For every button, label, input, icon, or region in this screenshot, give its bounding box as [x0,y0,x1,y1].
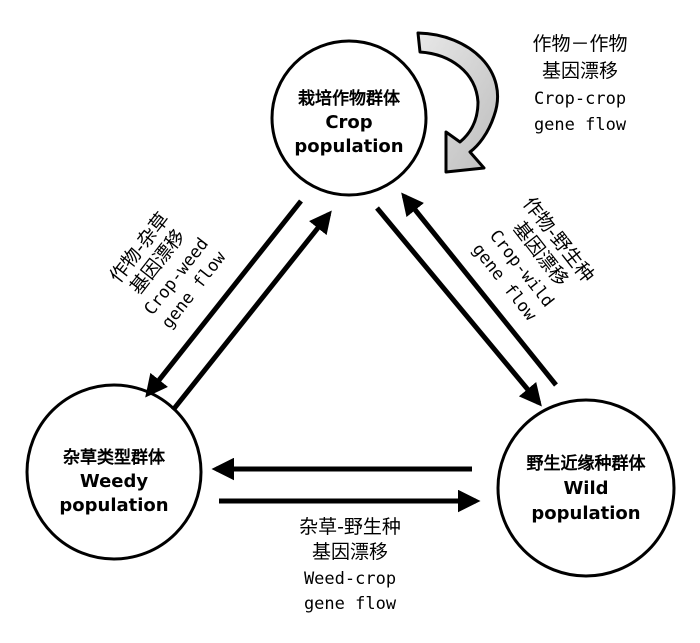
crop-population-node: 栽培作物群体 Crop population [270,39,428,197]
wild-population-circle [496,398,676,578]
label-weed-wild-gene-flow: 杂草-野生种 基因漂移 Weed-crop gene flow [299,516,401,614]
weed-wild-cn-2: 基因漂移 [312,541,388,563]
weedy-population-en-1: Weedy [80,471,149,492]
crop-population-cn: 栽培作物群体 [298,88,401,109]
wild-population-cn: 野生近缘种群体 [527,453,647,474]
arrow-crop-to-weedy [145,199,303,398]
weed-wild-cn-1: 杂草-野生种 [299,516,401,538]
arrow-crop-to-wild [375,206,542,407]
wild-population-en-1: Wild [563,478,608,499]
weedy-population-node: 杂草类型群体 Weedy population [25,383,203,561]
arrow-weedy-to-crop [171,210,332,412]
arrow-wild-to-crop [401,192,558,387]
weedy-population-en-2: population [59,495,168,516]
crop-population-en-2: population [294,136,403,157]
crop-crop-cn-1: 作物－作物 [532,33,627,55]
weed-wild-en-2: gene flow [304,594,397,614]
wild-population-node: 野生近缘种群体 Wild population [496,398,676,578]
wild-population-en-2: population [531,503,640,524]
label-crop-crop-gene-flow: 作物－作物 基因漂移 Crop-crop gene flow [532,33,627,135]
crop-population-circle [270,39,428,197]
label-crop-wild-gene-flow: 作物-野生种 基因漂移 Crop-wild gene flow [468,193,599,325]
crop-population-en-1: Crop [325,112,372,133]
crop-crop-cycle-arrow [416,31,500,174]
weed-wild-en-1: Weed-crop [304,569,396,589]
crop-crop-cn-2: 基因漂移 [542,60,618,82]
weedy-population-circle [25,383,203,561]
weedy-population-cn: 杂草类型群体 [63,447,166,468]
crop-crop-en-1: Crop-crop [534,89,626,109]
crop-crop-en-2: gene flow [534,115,627,135]
